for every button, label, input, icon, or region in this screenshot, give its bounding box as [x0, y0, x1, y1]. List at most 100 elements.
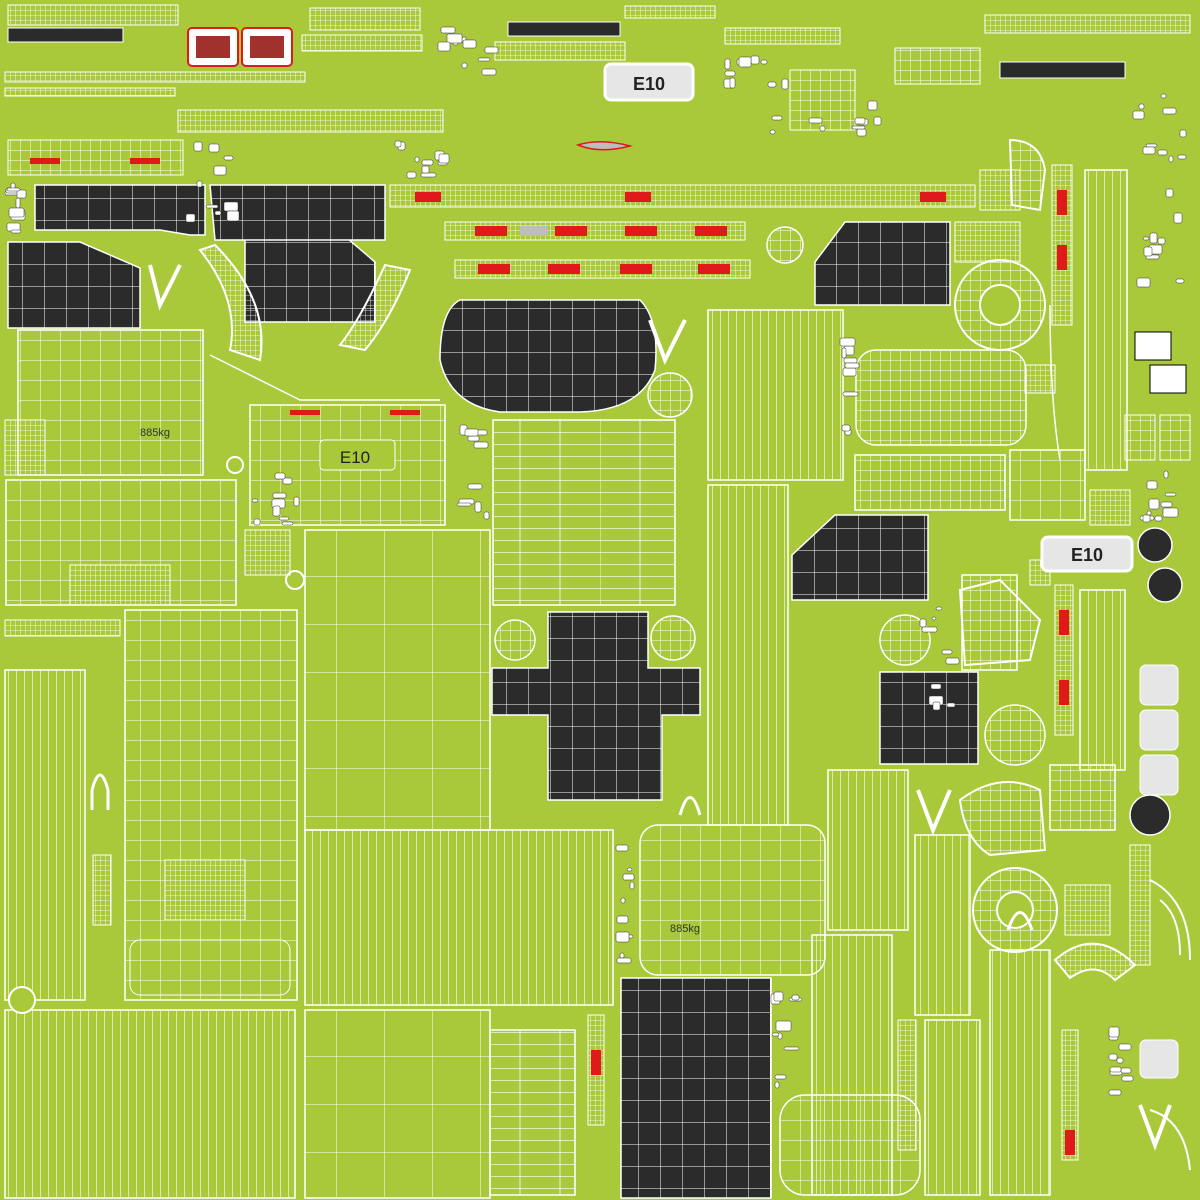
uv-white-tile [1149, 364, 1187, 394]
uv-dark-bottom-block [620, 977, 772, 1199]
uv-curved-trim [338, 263, 412, 352]
uv-red-mark [548, 264, 580, 274]
uv-large-panels [4, 169, 1128, 1199]
uv-strip [301, 34, 423, 52]
uv-tile [979, 169, 1021, 211]
uv-fragment [1116, 1057, 1124, 1064]
uv-strip [494, 41, 626, 61]
uv-fragment [946, 702, 956, 708]
uv-fragment [1157, 149, 1168, 156]
uv-strip [7, 139, 184, 176]
badge-text-mid: E10 [340, 448, 370, 467]
uv-island-mid-strip [827, 769, 909, 931]
uv-fragment [477, 57, 491, 62]
uv-fragment [767, 81, 777, 88]
uv-fragment [461, 62, 468, 69]
uv-fragment [791, 994, 800, 1001]
uv-fragment [1142, 146, 1156, 155]
uv-fragment [16, 189, 27, 199]
uv-fragment [1108, 1026, 1120, 1038]
uv-tile [954, 221, 1021, 263]
uv-island-door-left [17, 329, 204, 476]
weight-label-lower: 885kg [670, 923, 700, 935]
uv-fragment [1157, 237, 1166, 245]
uv-strip [7, 4, 179, 26]
uv-dark-seat-base [439, 299, 657, 413]
uv-fragment [844, 362, 860, 369]
uv-fragment [251, 498, 259, 503]
uv-strip [4, 619, 121, 637]
uv-island-pillar [1084, 169, 1128, 471]
uv-fragment [481, 68, 497, 76]
uv-dark-seal-right [209, 184, 386, 241]
uv-fragment [919, 618, 927, 628]
badge-text-top: E10 [633, 74, 665, 94]
uv-fragment [783, 1046, 800, 1051]
uv-arch [1053, 942, 1137, 982]
uv-lens [575, 141, 633, 151]
uv-fragment [6, 187, 21, 192]
uv-island-column-strip [707, 484, 789, 826]
uv-fragment [769, 129, 776, 135]
uv-strip [624, 5, 716, 19]
uv-marked-bars [30, 158, 1079, 1161]
uv-tile [244, 529, 291, 576]
uv-fragment [1136, 277, 1151, 288]
uv-fragment [932, 701, 941, 711]
uv-curved-panel [958, 781, 1047, 857]
uv-v-clip [1138, 1104, 1172, 1151]
uv-red-mark [625, 192, 651, 202]
uv-fragment [278, 516, 290, 521]
uv-red-mark [920, 192, 946, 202]
uv-gray-mark [520, 226, 548, 236]
uv-island-body-side [124, 609, 298, 1001]
uv-tile [1124, 414, 1156, 461]
uv-red-mark [30, 158, 60, 164]
uv-fragment [616, 915, 629, 924]
uv-tile [1159, 414, 1191, 461]
uv-fragment [1173, 212, 1183, 224]
uv-island-pillar-lower [1079, 589, 1126, 771]
uv-fragment [440, 26, 456, 34]
uv-fragment [226, 210, 240, 222]
uv-dark-window-right [814, 221, 951, 306]
uv-bar-red-1 [389, 184, 976, 208]
uv-red-mark [625, 226, 657, 236]
uv-dark-window-lower [791, 514, 929, 601]
uv-disc-small [226, 456, 244, 474]
uv-fragment [615, 844, 629, 852]
uv-arc [1149, 1109, 1191, 1171]
uv-fragment [1160, 501, 1173, 508]
uv-v-clip [148, 264, 182, 311]
uv-red-mark [130, 158, 160, 164]
uv-red-mark [475, 226, 507, 236]
uv-strip [984, 14, 1191, 34]
uv-tile [92, 854, 112, 926]
uv-fragment [420, 172, 437, 178]
uv-dark-window-mid [244, 231, 376, 323]
uv-top-strips [4, 4, 1191, 637]
uv-seat-small [164, 859, 246, 921]
uv-fragment [1108, 1053, 1118, 1061]
uv-bar-red-3 [454, 259, 751, 279]
uv-strip [894, 47, 981, 85]
uv-disc-dark [1129, 794, 1171, 836]
uv-fragment [1164, 492, 1177, 497]
uv-fragment [1165, 188, 1174, 198]
uv-dark-islands [7, 184, 979, 1199]
uv-fragment [1149, 232, 1158, 244]
uv-fragment [15, 197, 21, 209]
uv-fragment [1177, 154, 1187, 160]
uv-fragment [774, 1081, 780, 1089]
badge-plate-right [1040, 535, 1134, 573]
uv-red-mark [1065, 1130, 1075, 1155]
uv-fragment [293, 496, 300, 507]
uv-island-seat [779, 1094, 921, 1196]
uv-v-clip [648, 319, 687, 365]
uv-strip [177, 109, 444, 133]
uv-fragment [484, 46, 499, 54]
uv-dark-square [879, 671, 979, 765]
uv-u-clip [90, 773, 110, 810]
uv-fragment [842, 391, 859, 397]
